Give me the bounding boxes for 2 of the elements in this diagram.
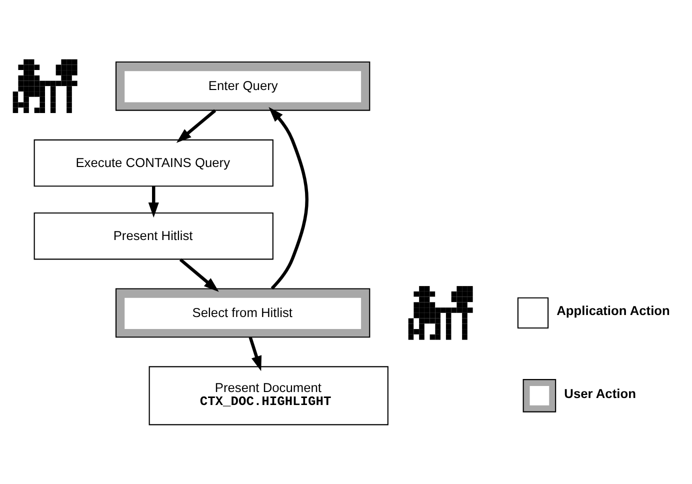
legend-label: Application Action (556, 303, 670, 318)
legend-label: User Action (564, 386, 636, 401)
